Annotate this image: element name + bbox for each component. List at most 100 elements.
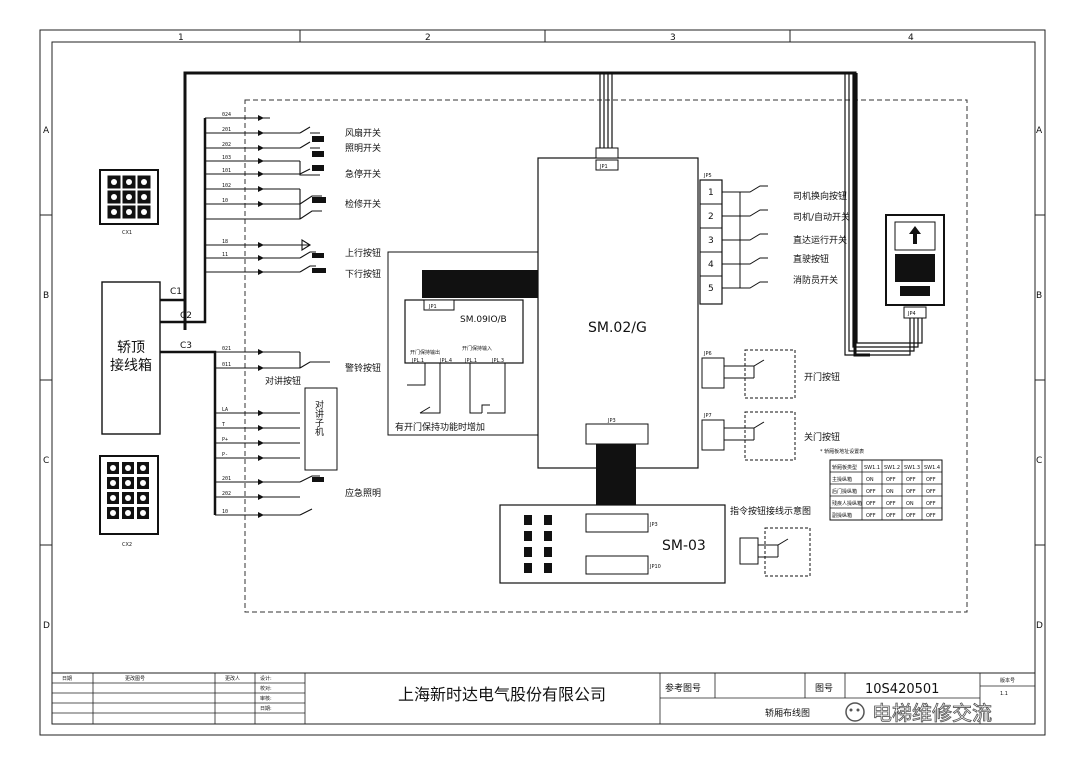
optional-board-term: JPL.1 [411, 358, 424, 364]
row-label: B [1036, 291, 1042, 301]
optional-board-jp1 [423, 299, 455, 311]
terminal-label: 11 [222, 252, 228, 258]
dip-cell: ON [906, 501, 914, 507]
terminal-arrows [258, 115, 264, 518]
command-board-sockets [524, 515, 552, 573]
main-board-jp1-label: JP1 [599, 164, 608, 170]
optional-board-in-label: 开门保持输入 [462, 345, 492, 352]
dip-cell: ON [886, 489, 894, 495]
dip-cell: OFF [866, 513, 876, 519]
left-labels: 风扇开关 照明开关 急停开关 检修开关 上行按钮 下行按钮 警铃按钮 对讲按钮 … [265, 127, 381, 499]
junction-box [101, 281, 161, 435]
dip-cell: OFF [866, 501, 876, 507]
main-bus [183, 71, 870, 357]
terminal-label: 201 [222, 476, 231, 482]
row-label: B [43, 291, 49, 301]
intercom-unit-label: 对讲子机 [313, 399, 324, 437]
bus-pairs [599, 73, 923, 356]
command-board-jp2 [585, 555, 649, 575]
col-label: 3 [670, 33, 676, 43]
title-sign-check: 校对: [260, 685, 272, 692]
inspection-switch-label: 检修开关 [345, 198, 381, 210]
company-name: 上海新时达电气股份有限公司 [398, 685, 606, 704]
terminal-label: 011 [222, 362, 231, 368]
row-labels: A B C D A B C D [43, 126, 1043, 631]
dip-cell: OFF [926, 477, 936, 483]
code-c1: C1 [170, 287, 182, 297]
drawing-name: 轿厢布线图 [765, 707, 810, 719]
title-col-change-no: 更改图号 [125, 675, 145, 682]
dip-cell: OFF [886, 477, 896, 483]
optional-board-out-label: 开门保持输出 [410, 349, 440, 356]
dip-header: 轿厢板类型 [832, 464, 857, 471]
left-switch-tags [312, 136, 326, 482]
jp6-label: JP6 [703, 351, 712, 357]
fireman-switch-label: 消防员开关 [793, 274, 838, 286]
dip-table-title: * 轿厢板地址设置表 [820, 448, 864, 455]
terminal-number: 2 [708, 212, 714, 222]
terminal-label: 10 [222, 509, 228, 515]
door-close-group: JP7 关门按钮 [701, 411, 840, 461]
version-label: 版本号 [1000, 677, 1015, 684]
terminal-label: 021 [222, 346, 231, 352]
dip-header: SW1.1 [864, 465, 880, 471]
main-board-top-plug [595, 147, 619, 159]
left-terminal-labels: 024 201 202 103 101 102 10 18 11 021 011… [222, 112, 231, 515]
row-label: A [1036, 126, 1043, 136]
ref-drawing-label: 参考图号 [665, 682, 701, 694]
command-wiring-sketch [739, 527, 811, 577]
connector-cx2: CX2 [99, 455, 159, 548]
dip-cell: ON [866, 477, 874, 483]
terminal-label: P- [222, 452, 228, 458]
emergency-stop-label: 急停开关 [345, 168, 381, 180]
dip-cell: OFF [886, 513, 896, 519]
direct-drive-label: 直驶按钮 [793, 253, 829, 265]
drawing-no-label: 图号 [815, 683, 833, 694]
dip-cell: OFF [906, 489, 916, 495]
fan-switch-label: 风扇开关 [345, 127, 381, 139]
terminal-label: P+ [222, 437, 228, 443]
terminal-number: 1 [708, 188, 714, 198]
main-board-jp3-label: JP3 [607, 418, 616, 424]
optional-board-ribbon [422, 270, 542, 298]
terminal-label: 10 [222, 198, 228, 204]
junction-box-label-1: 轿顶 [117, 340, 145, 356]
dip-cell: 残疾人操纵箱 [832, 500, 862, 507]
outer-frame [39, 29, 1046, 736]
terminal-label: T [222, 422, 225, 428]
title-sign-review: 审核: [260, 695, 272, 702]
code-c3: C3 [180, 341, 192, 351]
door-close-label: 关门按钮 [804, 431, 840, 443]
dip-cell: 主操纵箱 [832, 476, 852, 483]
dip-cell: 后门操纵箱 [832, 488, 857, 495]
light-switch-label: 照明开关 [345, 142, 381, 154]
right-terminal-strip: JP5 1 2 3 4 5 [699, 173, 723, 305]
drawing-no: 10S420501 [865, 682, 939, 697]
terminal-label: 024 [222, 112, 231, 118]
row-label: C [1036, 456, 1042, 466]
grid-ticks [40, 30, 1045, 546]
driver-auto-label: 司机/自动开关 [793, 211, 850, 223]
terminal-number: 5 [708, 284, 714, 294]
command-wiring-caption: 指令按钮接线示意图 [730, 505, 811, 517]
alarm-button-label: 警铃按钮 [345, 362, 381, 374]
jp7-label: JP7 [703, 413, 712, 419]
title-sign-date: 日期: [260, 706, 272, 712]
dip-cell: OFF [906, 513, 916, 519]
wechat-icon [845, 702, 865, 722]
right-switch-wires [722, 185, 768, 289]
connector-cx2-label: CX2 [122, 542, 132, 548]
row-label: C [43, 456, 49, 466]
optional-board-term: JPL.3 [491, 358, 504, 364]
command-board-jp1 [585, 513, 649, 533]
optional-board-term: JPL.1 [464, 358, 477, 364]
terminal-number: 4 [708, 260, 714, 270]
dip-cell: OFF [926, 489, 936, 495]
main-board-ribbon [596, 444, 636, 514]
connector-cx1: CX1 [99, 169, 159, 236]
terminal-label: 201 [222, 127, 231, 133]
watermark-text: 电梯维修交流 [872, 701, 992, 725]
terminal-label: LA [222, 407, 228, 413]
connector-cx1-label: CX1 [122, 230, 132, 236]
